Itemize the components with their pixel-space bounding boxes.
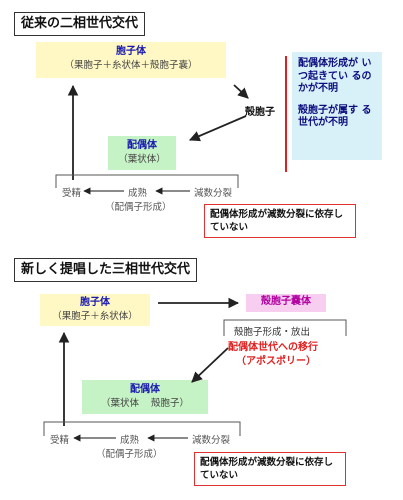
bottom-sporangium-box: 殻胞子嚢体 xyxy=(246,294,326,312)
top-maturation-sub-label: （配偶子形成） xyxy=(105,202,172,213)
top-sporophyte-detail: （果胞子＋糸状体＋殻胞子嚢） xyxy=(64,60,198,71)
bottom-transition-label: 配偶体世代への移行 xyxy=(228,342,318,353)
top-gametophyte-detail: （葉状体） xyxy=(118,154,166,165)
top-diagram-title: 従来の二相世代交代 xyxy=(14,12,146,36)
top-arrow-sporophyte-to-conchospore xyxy=(233,84,249,99)
bottom-gametophyte-box: 配偶体 （葉状体 殻胞子） xyxy=(82,380,208,414)
top-side-note-panel: 配偶体形成が いつ起きてい るのかが不明 殻胞子が属す る世代が不明 xyxy=(292,52,382,160)
bottom-meiosis-label: 減数分裂 xyxy=(192,435,231,446)
top-note-box: 配偶体形成が減数分裂に依存していない xyxy=(204,204,356,238)
top-side-note-1: 配偶体形成が いつ起きてい るのかが不明 xyxy=(298,58,372,94)
top-arrow-conchospore-to-gametophyte xyxy=(189,115,247,142)
bottom-fertilization-label: 受精 xyxy=(50,435,70,446)
bottom-release-bracket xyxy=(223,319,347,336)
bottom-diagram-title: 新しく提唱した三相世代交代 xyxy=(14,258,198,282)
bottom-cycle-bracket xyxy=(43,421,241,436)
bottom-gametophyte-detail: （葉状体 殻胞子） xyxy=(82,397,208,411)
bottom-arrow-transition-to-gametophyte xyxy=(191,347,229,383)
top-maturation-label: 成熟 xyxy=(128,188,148,199)
top-meiosis-label: 減数分裂 xyxy=(194,188,233,199)
bottom-release-label: 殻胞子形成・放出 xyxy=(234,327,311,338)
bottom-sporophyte-detail: （果胞子＋糸状体） xyxy=(52,311,138,322)
top-fertilization-label: 受精 xyxy=(62,188,82,199)
top-gametophyte-name: 配偶体 xyxy=(127,140,157,151)
top-sporophyte-box: 胞子体 （果胞子＋糸状体＋殻胞子嚢） xyxy=(36,42,226,78)
top-side-note-2: 殻胞子が属す る世代が不明 xyxy=(298,104,372,129)
bottom-apospory-label: （アポスポリー） xyxy=(236,356,316,367)
top-cycle-bracket xyxy=(55,174,239,188)
bottom-gametophyte-detail-left: （葉状体 xyxy=(100,398,139,409)
bottom-note-box: 配偶体形成が減数分裂に依存していない xyxy=(194,452,346,486)
top-sporophyte-name: 胞子体 xyxy=(116,46,146,57)
bottom-gametophyte-detail-right: 殻胞子） xyxy=(151,398,190,409)
bottom-sporophyte-name: 胞子体 xyxy=(80,297,110,308)
bottom-maturation-label: 成熟 xyxy=(120,435,140,446)
bottom-sporophyte-box: 胞子体 （果胞子＋糸状体） xyxy=(40,294,150,326)
top-conchospore-label: 殻胞子 xyxy=(245,107,275,118)
bottom-gametophyte-name: 配偶体 xyxy=(130,384,160,395)
top-gametophyte-box: 配偶体 （葉状体） xyxy=(108,136,176,170)
bottom-maturation-sub-label: （配偶子形成） xyxy=(96,449,163,460)
